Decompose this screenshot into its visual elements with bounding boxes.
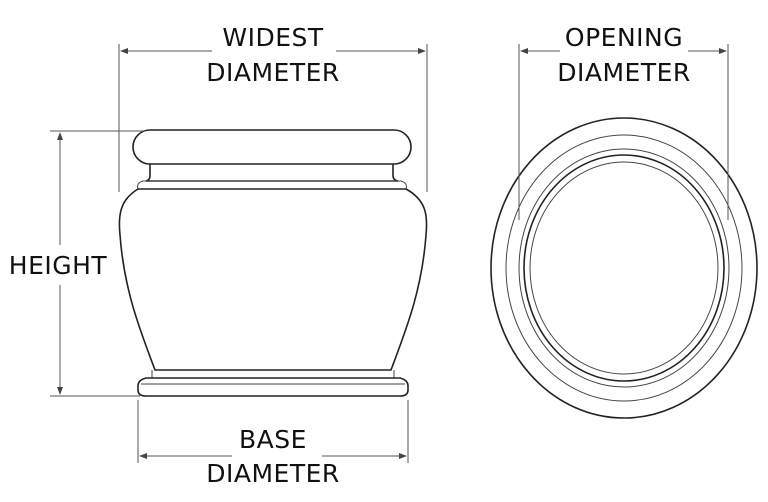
opening-inner-ring [529, 161, 719, 375]
opening-outer-ring [490, 117, 758, 419]
opening-label-line2: DIAMETER [557, 58, 691, 87]
height-dimension [50, 130, 145, 397]
base-label-line2: DIAMETER [206, 459, 340, 488]
opening-ring-4 [523, 154, 725, 382]
widest-label-line1: WIDEST [222, 23, 324, 52]
planter-base-ring [151, 370, 395, 379]
planter-neck [145, 164, 399, 182]
planter-body [118, 188, 428, 371]
planter-neck-lower [137, 180, 407, 190]
planter-top-view [490, 117, 758, 419]
base-label-line1: BASE [239, 425, 307, 454]
widest-diameter-dimension [118, 44, 428, 192]
opening-label-line1: OPENING [565, 23, 683, 52]
opening-ring-3 [518, 148, 730, 388]
base-diameter-dimension [137, 400, 409, 463]
opening-diameter-dimension [518, 44, 729, 220]
planter-rim [132, 129, 412, 165]
opening-ring-2 [505, 134, 743, 402]
height-label: HEIGHT [9, 251, 108, 280]
planter-base-foot [137, 377, 409, 397]
widest-label-line2: DIAMETER [206, 58, 340, 87]
planter-side-view [118, 129, 428, 397]
